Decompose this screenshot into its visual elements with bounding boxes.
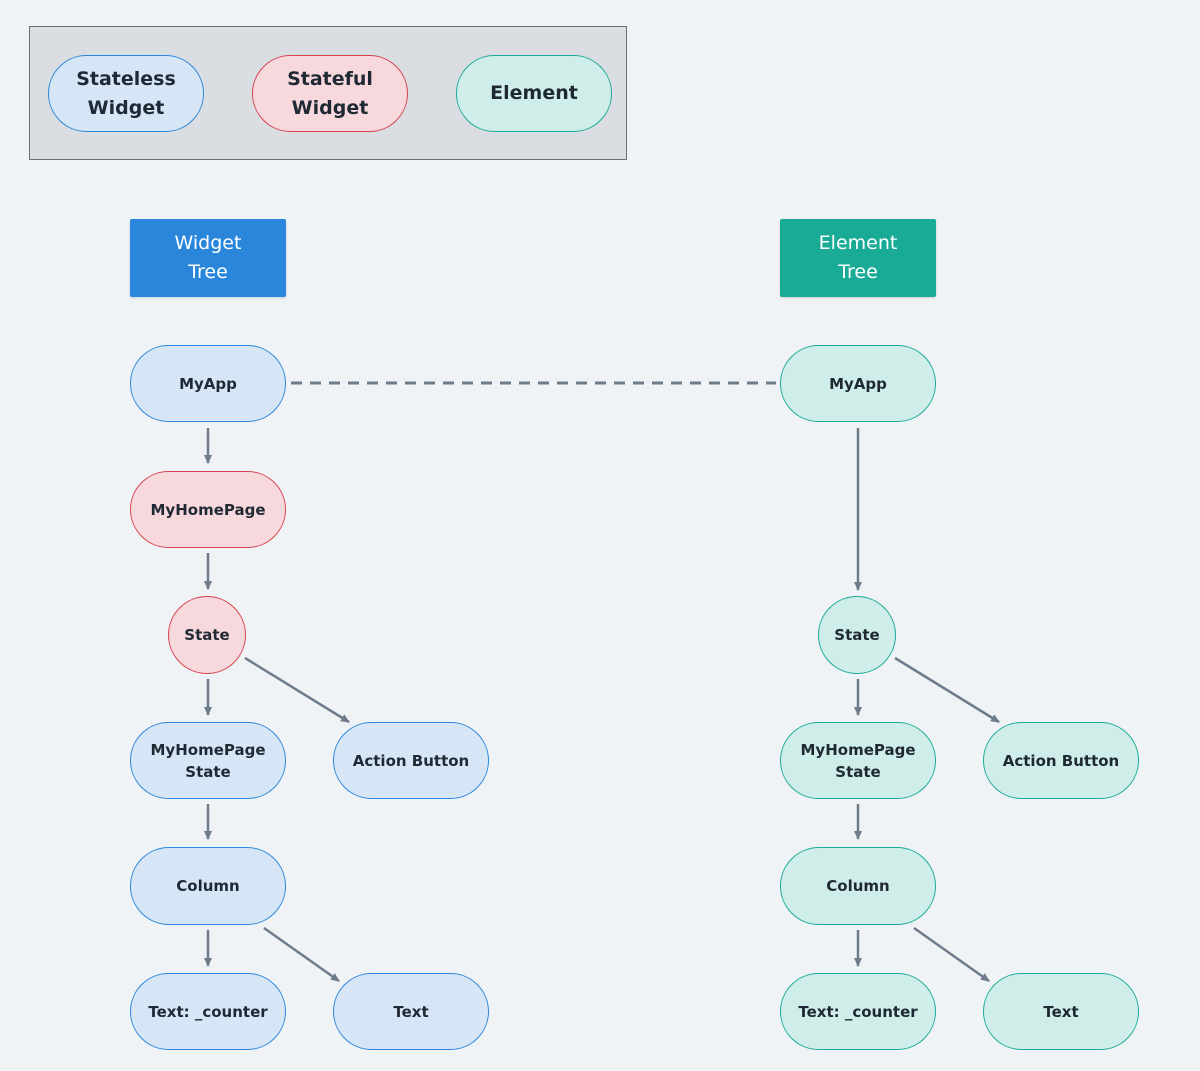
element-node-myapp: MyApp (780, 345, 936, 422)
widget-node-myhomepage: MyHomePage (130, 471, 286, 548)
element-node-text-counter: Text: _counter (780, 973, 936, 1050)
arrow-element-state-to-action-button (894, 656, 1000, 724)
element-node-action-button: Action Button (983, 722, 1139, 799)
widget-node-text: Text (333, 973, 489, 1050)
widget-node-myhomepage-state: MyHomePage State (130, 722, 286, 799)
arrow-widget-state-to-action-button (244, 656, 350, 724)
arrow-widget-column-to-text (263, 926, 340, 983)
widget-node-text-counter: Text: _counter (130, 973, 286, 1050)
element-node-myhomepage-state: MyHomePage State (780, 722, 936, 799)
legend-stateful-widget: Stateful Widget (252, 55, 408, 132)
element-tree-title: Element Tree (780, 219, 936, 297)
element-node-column: Column (780, 847, 936, 925)
widget-tree-title: Widget Tree (130, 219, 286, 297)
widget-node-action-button: Action Button (333, 722, 489, 799)
widget-node-myapp: MyApp (130, 345, 286, 422)
element-node-text: Text (983, 973, 1139, 1050)
element-node-state: State (818, 596, 896, 674)
arrow-element-column-to-text (913, 926, 990, 983)
legend-element: Element (456, 55, 612, 132)
widget-node-state: State (168, 596, 246, 674)
legend-stateless-widget: Stateless Widget (48, 55, 204, 132)
widget-node-column: Column (130, 847, 286, 925)
